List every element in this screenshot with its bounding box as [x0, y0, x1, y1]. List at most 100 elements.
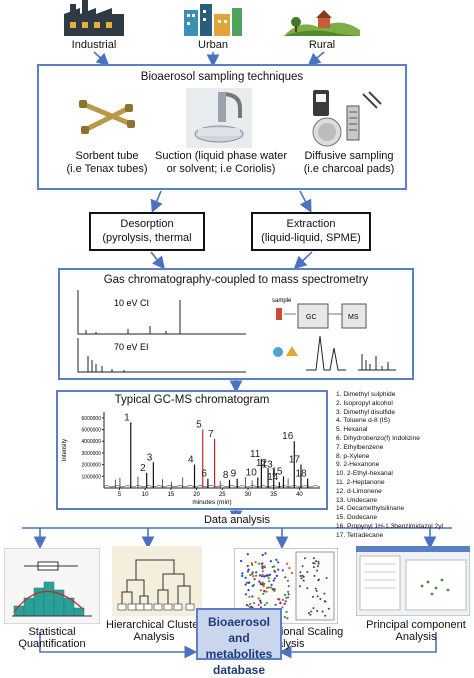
sorbent-caption-line2: (i.e Tenax tubes) — [66, 163, 148, 175]
factory-icon — [64, 0, 124, 36]
chrom-x-tick-label: 30 — [245, 492, 252, 498]
mass-spectra-plot: 10 eV CI 70 eV EI — [77, 290, 246, 373]
mds-point — [244, 576, 247, 579]
pca-caption-line1: Principal component — [366, 619, 466, 631]
chrom-y-tick-label: 1000000 — [82, 474, 102, 480]
chrom-peak-label: 2 — [140, 463, 146, 474]
compound-legend-item: 8. p-Xylene — [336, 452, 370, 460]
compound-legend-item: 7. Ethylbenzene — [336, 443, 384, 451]
arrow-from-extraction — [293, 251, 313, 270]
industrial-label: Industrial — [71, 39, 117, 51]
mds-point — [266, 586, 269, 589]
chrom-peak-label: 12 — [256, 458, 268, 469]
chrom-y-tick-label: 5000000 — [82, 428, 102, 434]
diffusive-caption-line2: (i.e charcoal pads) — [303, 163, 395, 175]
diffusive-sampler-image — [312, 90, 382, 147]
chrom-x-tick-label: 35 — [270, 492, 277, 498]
mds-point — [261, 553, 264, 557]
mds-point — [300, 577, 303, 580]
mds-point — [273, 577, 276, 580]
chrom-x-axis-label: minutes (min) — [192, 499, 231, 506]
mds-point — [248, 581, 251, 584]
mds-point — [264, 552, 267, 555]
chrom-peak-label: 15 — [271, 466, 283, 477]
stat-caption-line1: Statistical — [28, 626, 76, 638]
mds-point — [283, 602, 286, 605]
compound-legend-item: 16. Propynyl 1H-1,3benzimidazol 2yl — [336, 522, 444, 530]
mds-point — [288, 567, 291, 570]
mds-point — [312, 595, 314, 598]
statistical-caption: Statistical Quantification — [4, 626, 100, 650]
desorption-box: Desorption (pyrolysis, thermal — [89, 212, 205, 251]
mds-point — [302, 575, 305, 578]
chrom-y-axis-label: Intensity — [62, 439, 68, 461]
mds-point — [315, 589, 318, 592]
suction-caption-line1: Suction (liquid phase water — [155, 150, 288, 162]
chrom-peak-label: 1 — [124, 413, 130, 424]
mds-point — [263, 603, 266, 606]
mds-point — [274, 570, 277, 573]
statistical-histogram-image — [4, 548, 100, 624]
chrom-peak-label: 13 — [262, 459, 274, 470]
gcms-box: Gas chromatography-coupled to mass spect… — [58, 268, 414, 380]
mds-point — [262, 585, 265, 588]
chrom-y-tick-label: 3000000 — [82, 451, 102, 457]
mds-point — [247, 589, 250, 592]
mds-point — [281, 598, 284, 601]
rural-label: Rural — [308, 39, 336, 51]
compound-legend-item: 12. d-Limonene — [336, 487, 382, 495]
mds-point — [272, 579, 275, 582]
mds-point — [277, 598, 280, 601]
ei-label: 70 eV EI — [114, 342, 149, 352]
mds-point — [315, 560, 318, 563]
mds-point — [255, 574, 258, 577]
rural-landscape-icon — [284, 10, 360, 36]
mds-point — [321, 610, 324, 613]
compound-legend-item: 17. Tetradecane — [336, 531, 384, 539]
mds-point — [319, 598, 322, 600]
chrom-peak-label: 3 — [147, 452, 153, 463]
mds-point — [271, 588, 275, 591]
mds-point — [314, 587, 317, 590]
mds-point — [268, 573, 272, 576]
compound-legend-item: 15. Dodecane — [336, 514, 378, 522]
chromatogram-title: Typical GC-MS chromatogram — [114, 394, 270, 406]
mds-point — [275, 574, 278, 577]
mds-point — [261, 570, 264, 573]
gc-label: GC — [306, 314, 317, 321]
mds-point — [286, 617, 289, 620]
mds-point — [245, 581, 248, 584]
chrom-y-tick-label: 2000000 — [82, 463, 102, 469]
mds-point — [247, 604, 250, 607]
hca-caption-line2: Analysis — [133, 631, 175, 643]
mds-point — [287, 593, 290, 596]
mds-point — [290, 571, 294, 575]
desorption-line2: (pyrolysis, thermal — [102, 232, 192, 244]
pca-screenshot-image — [356, 546, 470, 616]
mds-point — [313, 562, 316, 565]
mds-point — [285, 610, 288, 613]
compound-legend-item: 13. Undecane — [336, 496, 378, 504]
compound-legend-item: 4. Toluene d-8 (IS) — [336, 417, 391, 425]
diffusive-caption: Diffusive sampling (i.e charcoal pads) — [295, 150, 403, 176]
compound-legend-item: 3. Dimethyl disulfide — [336, 408, 396, 416]
urban-label: Urban — [198, 39, 228, 51]
compound-legend-item: 1. Dimethyl sulphide — [336, 391, 396, 398]
suction-caption: Suction (liquid phase water or solvent; … — [155, 150, 287, 176]
chrom-peak-label: 7 — [208, 429, 214, 440]
chrom-peak-label: 16 — [282, 431, 294, 442]
mds-point — [277, 561, 280, 564]
mds-point — [323, 592, 326, 595]
chrom-peak-label: 8 — [223, 470, 229, 481]
mds-point — [306, 571, 309, 574]
mds-point — [316, 569, 319, 572]
chrom-peak-label: 18 — [296, 469, 308, 480]
hca-caption: Hierarchical Cluster Analysis — [94, 619, 214, 643]
chrom-peak-label: 14 — [267, 472, 279, 483]
mds-point — [269, 586, 272, 589]
mds-point — [316, 595, 319, 598]
mds-point — [299, 575, 302, 577]
mds-point — [283, 615, 286, 619]
mds-point — [316, 565, 319, 568]
sampling-title: Bioaerosol sampling techniques — [140, 71, 304, 83]
